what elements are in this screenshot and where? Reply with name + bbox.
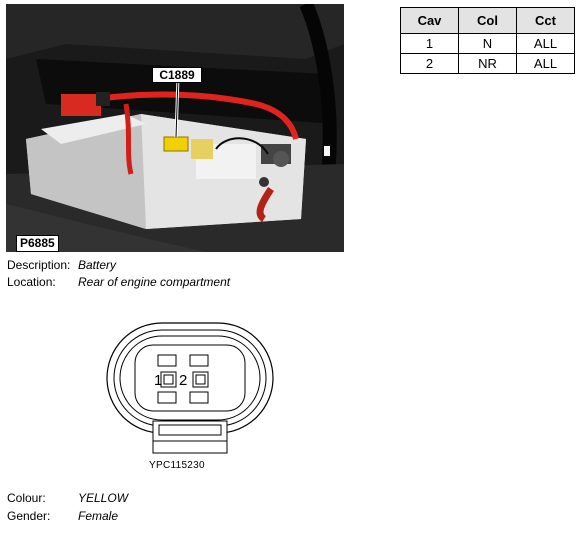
table-row: 2 NR ALL bbox=[400, 53, 575, 74]
pin-2-number: 2 bbox=[179, 372, 187, 389]
location-value: Rear of engine compartment bbox=[78, 275, 231, 289]
cavity-cell: 2 bbox=[400, 53, 459, 74]
drawing-part-number: YPC115230 bbox=[149, 460, 205, 471]
description-label: Description: bbox=[7, 258, 71, 272]
colour-row: Colour: YELLOW bbox=[7, 491, 128, 506]
connector-location-photo: C1889 P6885 bbox=[6, 4, 344, 252]
circuit-cell: ALL bbox=[516, 53, 575, 74]
description-value: Battery bbox=[78, 258, 117, 272]
pin-1-number: 1 bbox=[154, 372, 162, 389]
colour-label: Colour: bbox=[7, 491, 46, 505]
gender-label: Gender: bbox=[7, 509, 51, 523]
connector-callout-label: C1889 bbox=[152, 67, 202, 83]
column-header-col: Col bbox=[458, 7, 517, 34]
pin-assignment-table: Cav Col Cct 1 N ALL 2 NR ALL bbox=[400, 7, 575, 74]
column-header-cav: Cav bbox=[400, 7, 459, 34]
gender-row: Gender: Female bbox=[7, 509, 118, 524]
location-row: Location: Rear of engine compartment bbox=[7, 275, 230, 290]
battery-photo-illustration bbox=[6, 4, 344, 252]
table-row: 1 N ALL bbox=[400, 33, 575, 54]
gender-value: Female bbox=[78, 509, 119, 523]
cavity-cell: 1 bbox=[400, 33, 459, 54]
photo-reference-label: P6885 bbox=[16, 235, 59, 252]
table-header-row: Cav Col Cct bbox=[400, 7, 575, 34]
column-header-cct: Cct bbox=[516, 7, 575, 34]
colour-cell: N bbox=[458, 33, 517, 54]
colour-value: YELLOW bbox=[78, 491, 129, 505]
colour-cell: NR bbox=[458, 53, 517, 74]
description-row: Description: Battery bbox=[7, 258, 116, 273]
location-label: Location: bbox=[7, 275, 56, 289]
connector-face-diagram: 1 2 bbox=[106, 322, 274, 454]
circuit-cell: ALL bbox=[516, 33, 575, 54]
